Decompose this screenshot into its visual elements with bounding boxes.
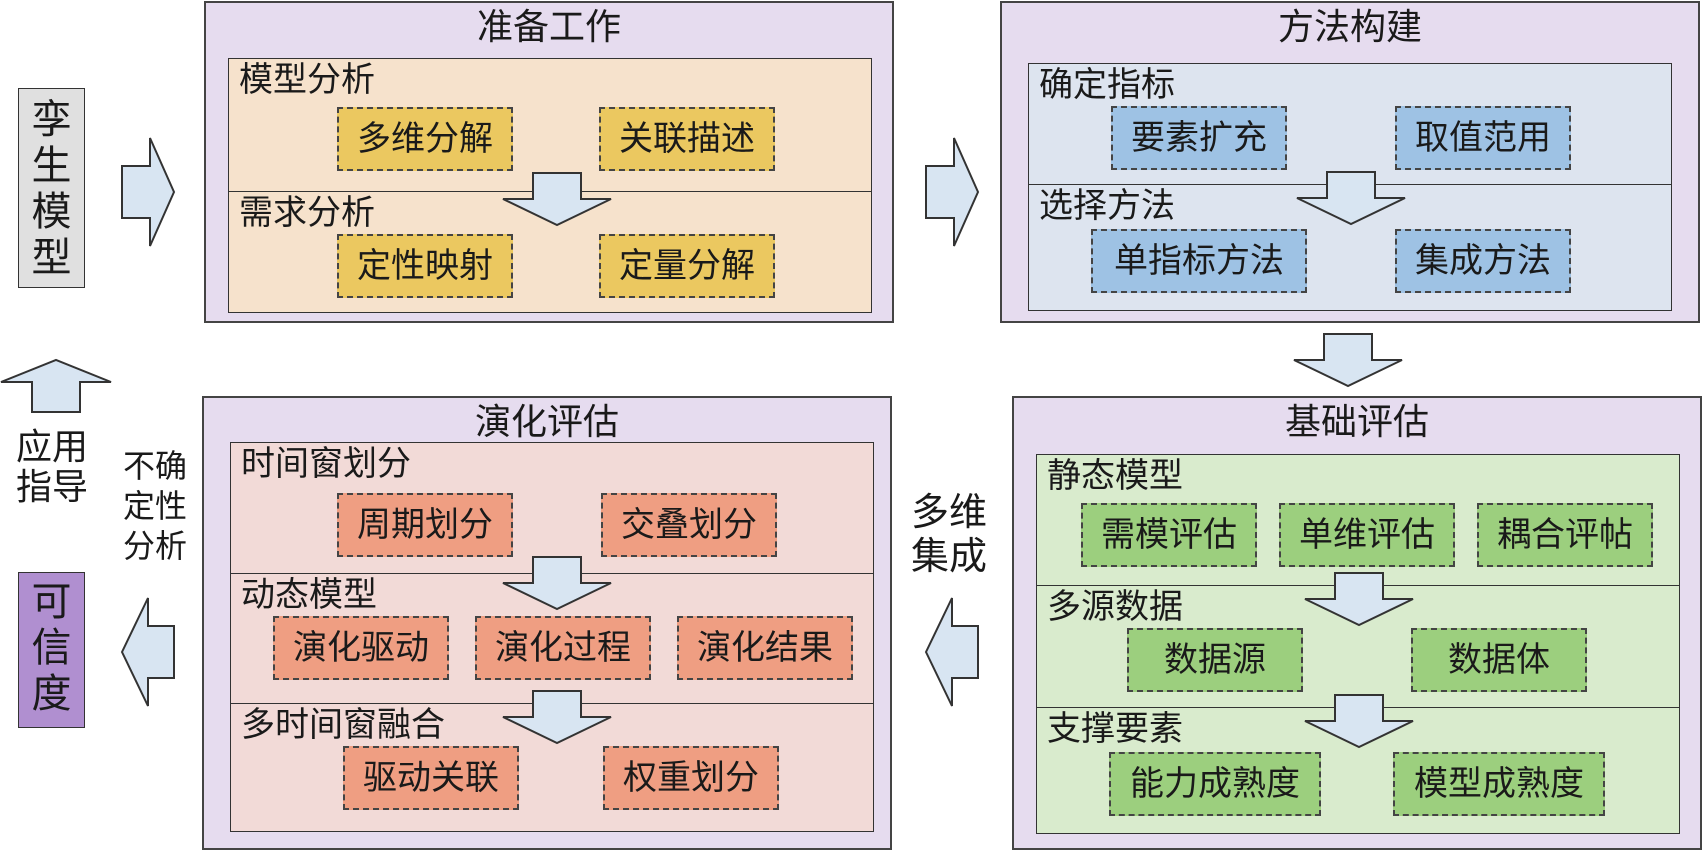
process-box: 耦合评帖	[1477, 503, 1653, 567]
down-arrow-icon	[1304, 572, 1414, 627]
down-arrow-icon	[502, 172, 612, 227]
section-supporting-elements: 支撑要素 能力成熟度 模型成熟度	[1037, 707, 1679, 834]
inner-panel: 时间窗划分 周期划分 交叠划分 动态模型 演化驱动 演化过程 演化结果 多时间窗…	[230, 442, 874, 832]
stage-evolution-evaluation: 演化评估 时间窗划分 周期划分 交叠划分 动态模型 演化驱动 演化过程 演化结果…	[202, 396, 892, 850]
stage-method-construction: 方法构建 确定指标 要素扩充 取值范用 选择方法 单指标方法 集成方法	[1000, 1, 1700, 323]
section-requirement-analysis: 需求分析 定性映射 定量分解	[229, 191, 871, 313]
section-time-window-division: 时间窗划分 周期划分 交叠划分	[231, 443, 873, 573]
process-box: 模型成熟度	[1393, 752, 1605, 816]
inner-panel: 静态模型 需模评估 单维评估 耦合评帖 多源数据 数据源 数据体 支撑要素 能力…	[1036, 454, 1680, 834]
section-static-model: 静态模型 需模评估 单维评估 耦合评帖	[1037, 455, 1679, 585]
credibility-box: 可 信 度	[18, 572, 85, 728]
process-box: 集成方法	[1395, 229, 1571, 293]
process-box: 驱动关联	[343, 746, 519, 810]
section-title: 需求分析	[239, 193, 375, 233]
section-title: 支撑要素	[1047, 709, 1183, 749]
process-box: 交叠划分	[601, 493, 777, 557]
process-box: 关联描述	[599, 107, 775, 171]
section-determine-indicators: 确定指标 要素扩充 取值范用	[1029, 64, 1671, 184]
left-arrow-icon	[924, 597, 979, 707]
uncertainty-analysis-label: 不确 定性 分析	[122, 447, 187, 565]
down-arrow-icon	[502, 556, 612, 611]
process-box: 需模评估	[1081, 503, 1257, 567]
process-box: 演化结果	[677, 616, 853, 680]
section-model-analysis: 模型分析 多维分解 关联描述	[229, 59, 871, 191]
stage-title: 基础评估	[1284, 402, 1429, 443]
inner-panel: 模型分析 多维分解 关联描述 需求分析 定性映射 定量分解	[228, 58, 872, 313]
process-box: 定性映射	[337, 234, 513, 298]
up-arrow-icon	[0, 358, 112, 413]
application-guidance-label: 应用 指导	[15, 427, 88, 508]
process-box: 单维评估	[1279, 503, 1455, 567]
right-arrow-icon	[925, 137, 980, 247]
left-arrow-icon	[120, 597, 175, 707]
process-box: 多维分解	[337, 107, 513, 171]
section-dynamic-model: 动态模型 演化驱动 演化过程 演化结果	[231, 573, 873, 704]
down-arrow-icon	[1293, 333, 1403, 388]
process-box: 定量分解	[599, 234, 775, 298]
stage-title: 演化评估	[474, 402, 619, 443]
process-box: 周期划分	[337, 493, 513, 557]
process-box: 单指标方法	[1091, 229, 1307, 293]
section-title: 动态模型	[241, 575, 377, 615]
section-title: 模型分析	[239, 60, 375, 100]
inner-panel: 确定指标 要素扩充 取值范用 选择方法 单指标方法 集成方法	[1028, 63, 1672, 311]
process-box: 数据体	[1411, 628, 1587, 692]
section-title: 时间窗划分	[241, 444, 411, 484]
stage-preparation: 准备工作 模型分析 多维分解 关联描述 需求分析 定性映射 定量分解	[204, 1, 894, 323]
section-title: 确定指标	[1039, 65, 1175, 105]
section-multi-window-fusion: 多时间窗融合 驱动关联 权重划分	[231, 703, 873, 832]
section-title: 静态模型	[1047, 456, 1183, 496]
process-box: 要素扩充	[1111, 106, 1287, 170]
twin-model-box: 孪 生 模 型	[18, 88, 85, 288]
section-title: 选择方法	[1039, 186, 1175, 226]
section-multi-source-data: 多源数据 数据源 数据体	[1037, 585, 1679, 708]
process-box: 取值范用	[1395, 106, 1571, 170]
process-box: 演化驱动	[273, 616, 449, 680]
section-select-methods: 选择方法 单指标方法 集成方法	[1029, 184, 1671, 311]
stage-basic-evaluation: 基础评估 静态模型 需模评估 单维评估 耦合评帖 多源数据 数据源 数据体 支撑…	[1012, 396, 1702, 850]
down-arrow-icon	[1304, 694, 1414, 749]
stage-title: 方法构建	[1277, 7, 1422, 48]
process-box: 数据源	[1127, 628, 1303, 692]
process-box: 权重划分	[603, 746, 779, 810]
section-title: 多时间窗融合	[241, 705, 445, 745]
process-box: 演化过程	[475, 616, 651, 680]
down-arrow-icon	[1296, 171, 1406, 226]
section-title: 多源数据	[1047, 587, 1183, 627]
stage-title: 准备工作	[476, 7, 621, 48]
right-arrow-icon	[121, 137, 176, 247]
down-arrow-icon	[502, 690, 612, 745]
process-box: 能力成熟度	[1109, 752, 1321, 816]
multi-integration-label: 多维 集成	[910, 490, 987, 578]
